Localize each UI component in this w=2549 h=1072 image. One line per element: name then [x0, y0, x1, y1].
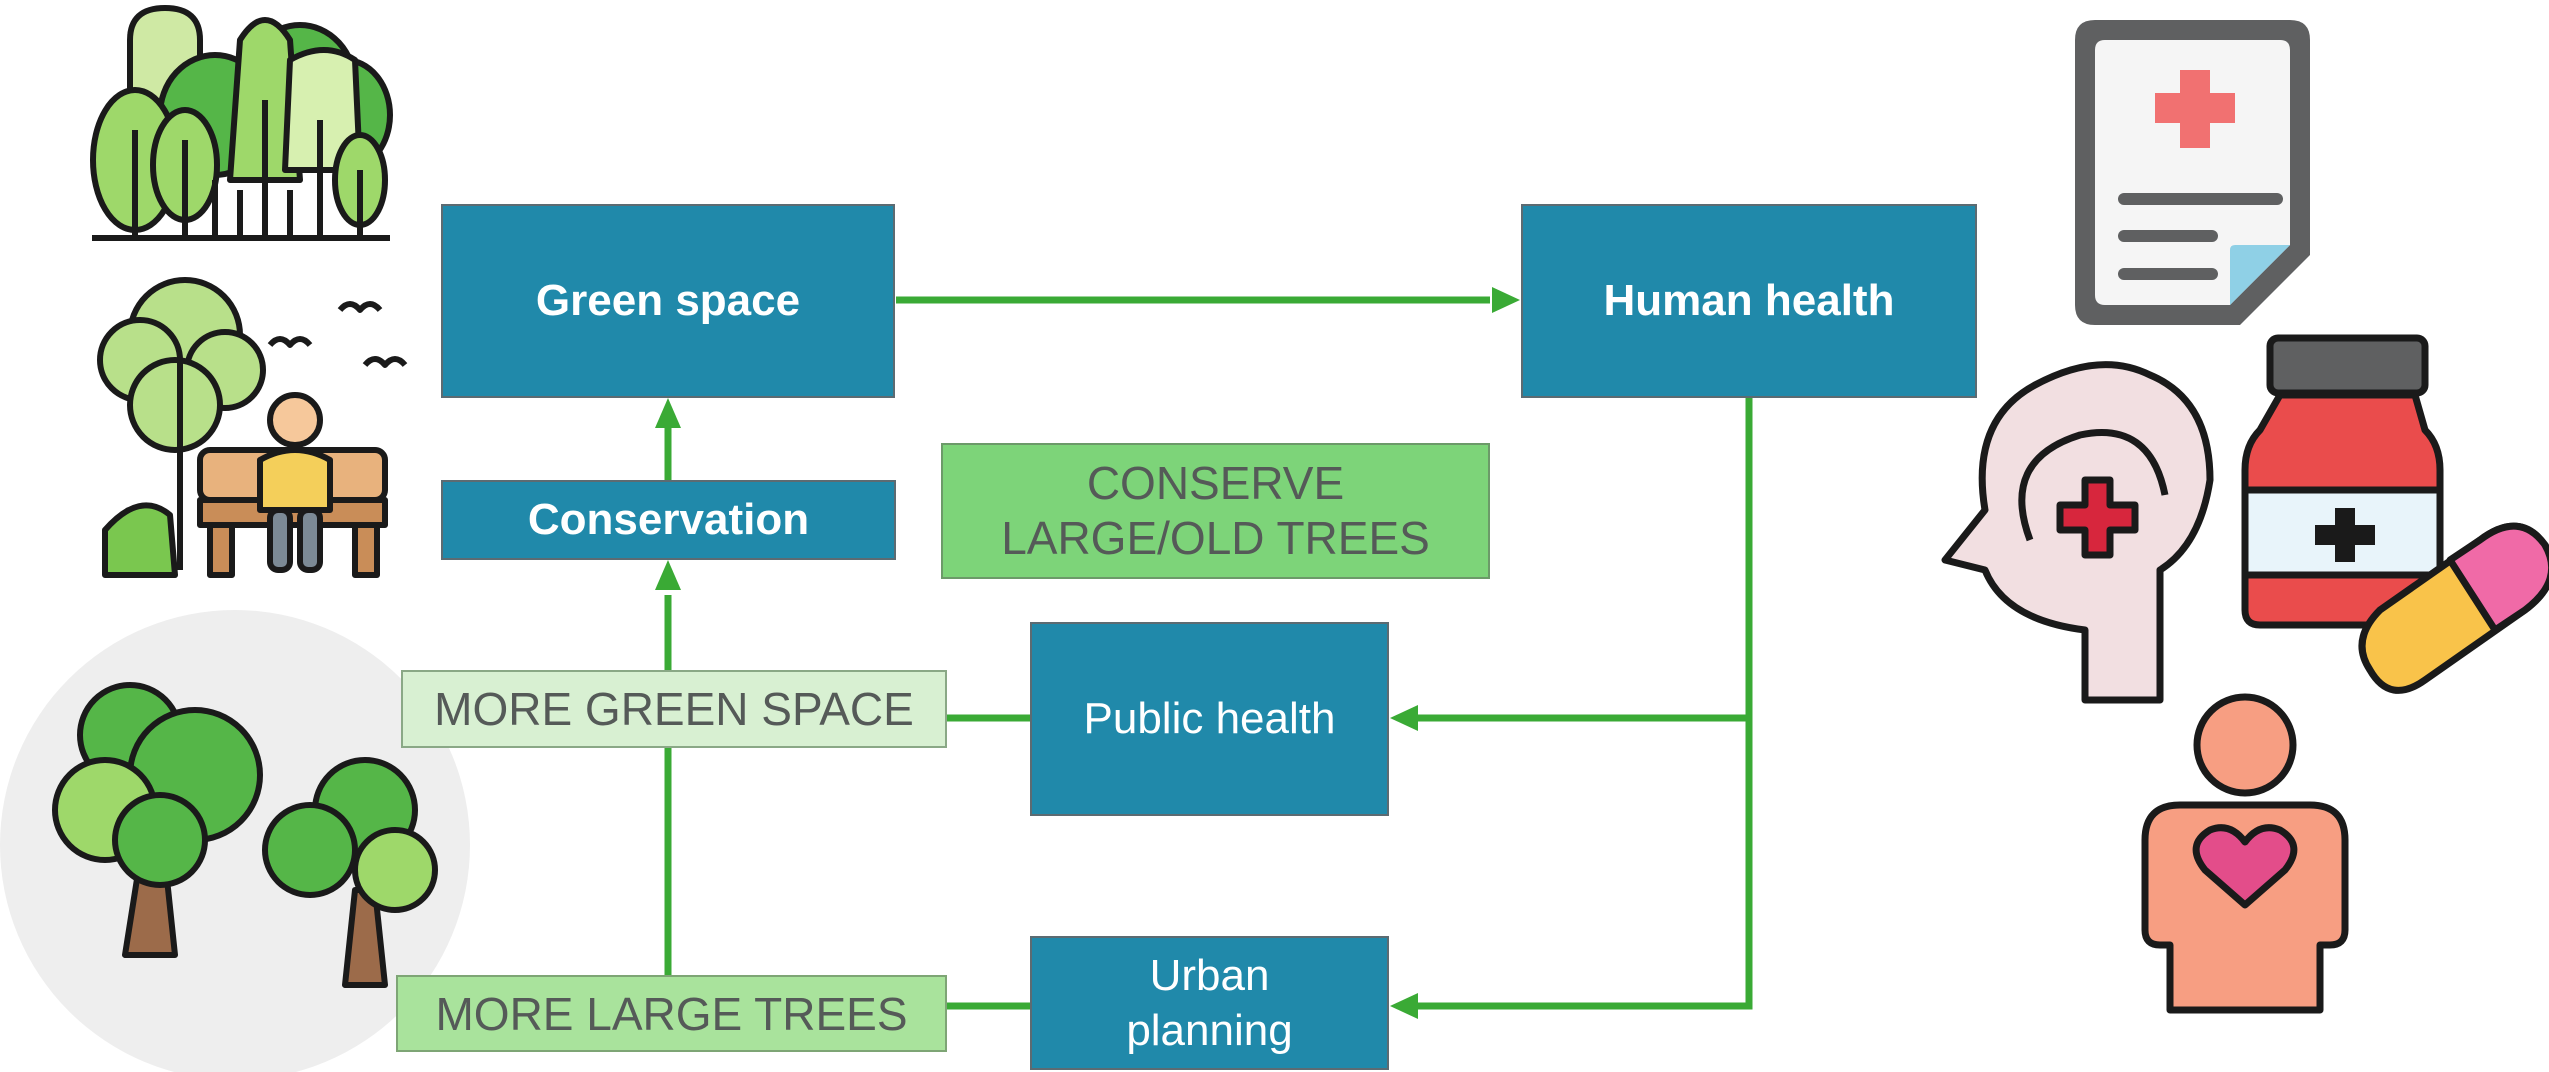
label-conserve-trees: CONSERVE LARGE/OLD TREES [941, 443, 1490, 579]
arrowhead-green [655, 398, 681, 428]
label-more-large-trees: MORE LARGE TREES [396, 975, 947, 1052]
mental-health-head-icon [1941, 361, 2214, 704]
heart-body-icon [2141, 693, 2349, 1014]
label-more-green-space-text: MORE GREEN SPACE [434, 683, 914, 735]
line-human-down [1400, 398, 1753, 1010]
node-urban-planning: Urban planning [1030, 936, 1389, 1070]
connectors [655, 287, 1753, 1019]
node-green-space-label: Green space [535, 276, 801, 325]
arrowhead-public [1390, 705, 1418, 731]
park-bench-person-icon [97, 277, 408, 578]
node-public-health-label: Public health [1083, 694, 1336, 743]
two-trees-icon [0, 610, 470, 1072]
arrowhead-conservation [655, 560, 681, 590]
label-more-green-space: MORE GREEN SPACE [401, 670, 947, 748]
node-human-health-label: Human health [1603, 276, 1895, 325]
node-public-health: Public health [1030, 622, 1389, 816]
arrowhead-urban [1390, 993, 1418, 1019]
label-conserve-trees-text: CONSERVE LARGE/OLD TREES [1001, 456, 1430, 564]
forest-icon [90, 5, 393, 241]
medicine-bottle-pill-icon [2241, 334, 2549, 694]
arrowhead-human [1492, 287, 1520, 313]
label-more-large-trees-text: MORE LARGE TREES [435, 987, 908, 1040]
node-urban-planning-label: Urban planning [1126, 951, 1293, 1055]
node-conservation-label: Conservation [527, 495, 810, 544]
node-green-space: Green space [441, 204, 895, 398]
node-conservation: Conservation [441, 480, 896, 560]
node-human-health: Human health [1521, 204, 1977, 398]
medical-report-icon [2075, 20, 2310, 325]
